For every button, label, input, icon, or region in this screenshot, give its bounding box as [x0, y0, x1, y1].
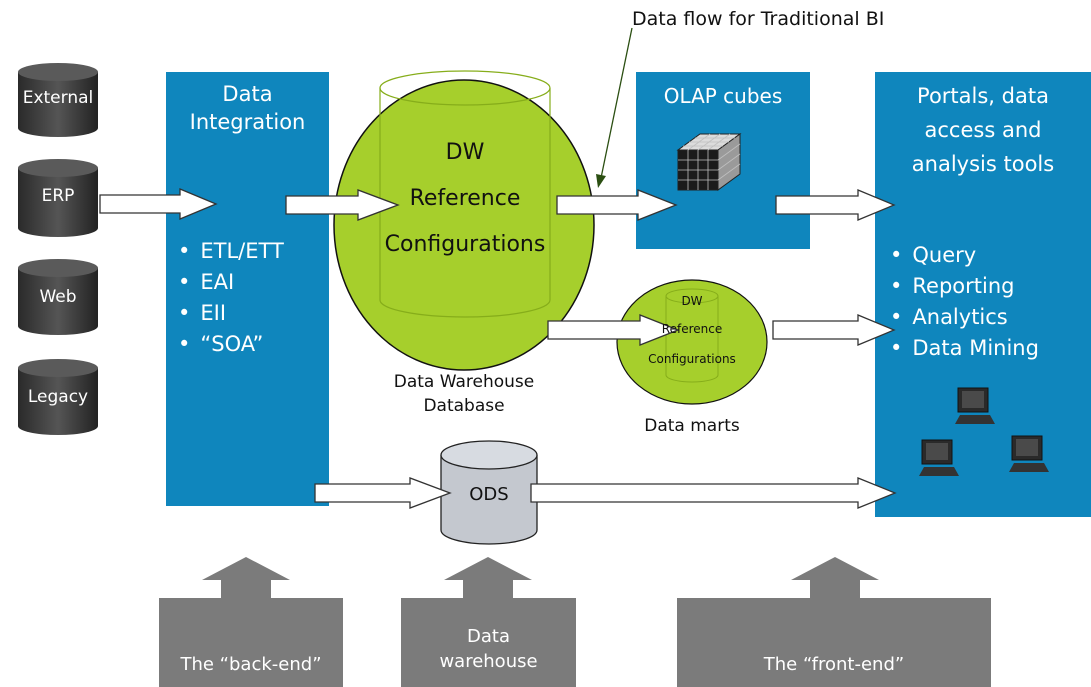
source-cylinder-legacy: [18, 359, 98, 435]
integration-title-line2: Integration: [189, 110, 306, 134]
portals-item: Query: [890, 240, 1039, 271]
portals-item: Reporting: [890, 271, 1039, 302]
portals-title-line2: access and: [924, 118, 1042, 142]
computer-icon: [955, 387, 995, 424]
olap-title: OLAP cubes: [663, 84, 783, 108]
portals-item: Analytics: [890, 302, 1039, 333]
marts-caption: Data marts: [644, 416, 740, 436]
marts-label-line2: Reference: [661, 322, 723, 336]
computer-icon: [919, 439, 959, 476]
callout-line: [600, 27, 633, 179]
warehouse-bar: [401, 598, 576, 687]
arrow-ods-to-portals: [530, 477, 897, 509]
portals-list: Query Reporting Analytics Data Mining: [890, 240, 1039, 364]
arrow-marts-to-portals: [772, 314, 896, 346]
portals-title-line3: analysis tools: [911, 152, 1055, 176]
dw-caption-line1: Data Warehouse: [393, 372, 535, 392]
portals-title-line1: Portals, data: [917, 84, 1049, 108]
source-label-external: External: [22, 88, 94, 108]
integration-item: “SOA”: [178, 329, 284, 360]
arrow-dw-to-olap: [556, 189, 678, 221]
callout-text: Data flow for Traditional BI: [632, 8, 885, 30]
callout-arrowhead: [596, 174, 606, 188]
warehouse-label-line2: warehouse: [439, 651, 538, 672]
dw-inner-cylinder: [379, 70, 551, 318]
source-cylinder-external: [18, 63, 98, 137]
source-label-web: Web: [39, 287, 77, 307]
source-cylinder-erp: [18, 159, 98, 237]
warehouse-label-line1: Data: [467, 626, 510, 647]
arrow-erp-to-integration: [99, 188, 218, 220]
ods-label: ODS: [469, 484, 509, 505]
marts-inner-cylinder: [665, 288, 719, 383]
dw-label-line2: Reference: [409, 186, 521, 211]
arrow-integration-to-ods: [314, 477, 452, 509]
backend-label: The “back-end”: [180, 654, 322, 675]
integration-list: ETL/ETT EAI EII “SOA”: [178, 236, 284, 360]
integration-title-line1: Data: [222, 82, 273, 106]
ods-cylinder: [440, 440, 538, 545]
source-cylinder-web: [18, 259, 98, 335]
dw-label-line3: Configurations: [384, 232, 546, 257]
frontend-bar: [677, 598, 991, 687]
marts-label-line1: DW: [681, 294, 703, 308]
arrow-integration-to-dw: [285, 189, 400, 221]
portals-item: Data Mining: [890, 333, 1039, 364]
source-label-erp: ERP: [41, 186, 75, 206]
dw-caption-line2: Database: [423, 396, 505, 416]
marts-label-line3: Configurations: [648, 352, 736, 366]
computer-icon: [1009, 435, 1049, 472]
integration-item: EII: [178, 298, 284, 329]
source-label-legacy: Legacy: [27, 387, 89, 407]
arrow-dw-to-marts: [547, 314, 680, 346]
warehouse-up-arrow: [444, 557, 532, 598]
dw-label-line1: DW: [445, 140, 485, 165]
frontend-up-arrow: [791, 557, 879, 598]
frontend-label: The “front-end”: [763, 654, 905, 675]
olap-cube-icon: [676, 133, 742, 191]
integration-item: ETL/ETT: [178, 236, 283, 267]
integration-item: EAI: [178, 267, 284, 298]
data-warehouse-circle: [333, 79, 595, 371]
backend-up-arrow: [202, 557, 290, 598]
data-marts-circle: [616, 279, 768, 405]
arrow-olap-to-portals: [775, 189, 896, 221]
backend-bar: [159, 598, 343, 687]
